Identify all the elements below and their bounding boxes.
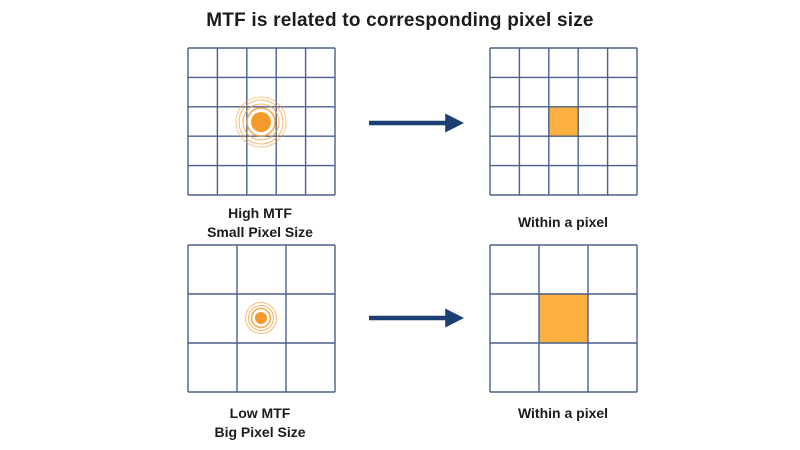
low-mtf-result-grid <box>489 244 638 393</box>
low-mtf-point-source-icon-dot <box>255 312 267 324</box>
high-mtf-point-source-icon-ring <box>235 96 287 148</box>
low-mtf-source-grid <box>187 244 336 393</box>
caption-high-mtf-line1: High MTF <box>228 205 292 221</box>
low-mtf-point-source-icon-ring <box>250 307 272 329</box>
caption-big-pixel-size: Big Pixel Size <box>214 424 306 440</box>
caption-low-mtf-line1: Low MTF <box>229 405 291 421</box>
caption-within-pixel-bottom: Within a pixel <box>453 404 673 423</box>
caption-low-mtf: Low MTF Big Pixel Size <box>150 404 370 442</box>
diagram-title: MTF is related to corresponding pixel si… <box>206 10 594 31</box>
low-mtf-point-source-icon-ring <box>247 304 275 332</box>
high-mtf-source-grid <box>187 47 336 196</box>
high-mtf-point-source-icon-ring <box>238 99 284 145</box>
high-mtf-point-source-icon <box>235 96 287 148</box>
bottom-result-pixel <box>538 293 589 344</box>
top-result-pixel <box>548 106 579 137</box>
low-mtf-point-source-icon-ring <box>244 301 278 335</box>
caption-within-pixel-top-text: Within a pixel <box>517 214 609 230</box>
high-mtf-point-source-icon-ring <box>242 103 280 141</box>
caption-small-pixel-size: Small Pixel Size <box>207 224 313 240</box>
high-mtf-point-source-icon-dot <box>251 112 271 132</box>
high-mtf-result-grid <box>489 47 638 196</box>
high-mtf-point-source-icon-ring <box>246 107 276 137</box>
low-mtf-point-source-icon <box>244 301 278 335</box>
caption-within-pixel-top: Within a pixel <box>453 213 673 232</box>
caption-high-mtf: High MTF Small Pixel Size <box>150 204 370 242</box>
caption-within-pixel-bottom-text: Within a pixel <box>517 405 609 421</box>
